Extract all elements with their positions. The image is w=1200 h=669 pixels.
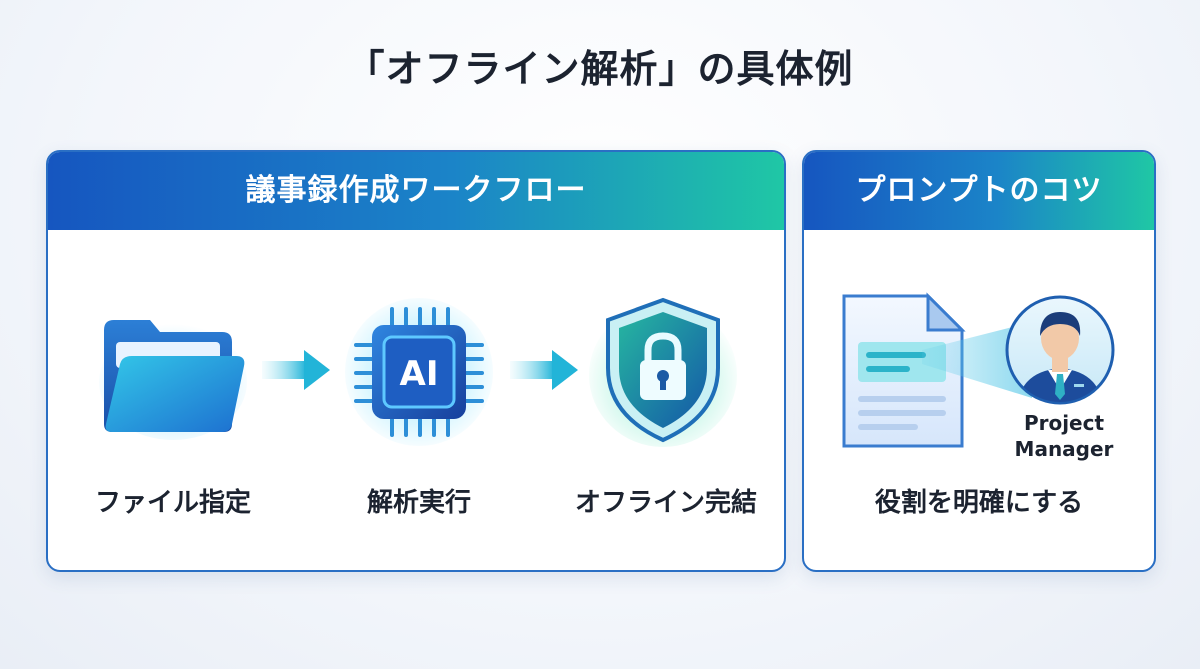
shield-lock-icon xyxy=(588,290,738,450)
workflow-header: 議事録作成ワークフロー xyxy=(48,152,784,230)
manager-avatar-icon xyxy=(1004,294,1116,406)
document-icon xyxy=(840,292,968,452)
tips-panel: プロンプトのコツ xyxy=(802,150,1156,572)
page-title: 「オフライン解析」の具体例 xyxy=(346,47,854,91)
arrow-right-icon xyxy=(262,348,332,396)
workflow-panel: 議事録作成ワークフロー ファイル xyxy=(46,150,786,572)
role-name-line-2: Manager xyxy=(1014,437,1114,461)
ai-chip-icon: AI xyxy=(344,297,494,447)
tips-header: プロンプトのコツ xyxy=(804,152,1154,230)
arrow-right-icon xyxy=(510,348,580,396)
highlight-beam xyxy=(922,320,1032,400)
tip-label: 役割を明確にする xyxy=(874,488,1084,518)
step-label-file: ファイル指定 xyxy=(94,488,251,518)
step-label-analyze: 解析実行 xyxy=(366,488,471,518)
role-name-line-1: Project xyxy=(1023,411,1105,435)
ai-chip-text: AI xyxy=(400,354,439,394)
role-name-label: Project Manager xyxy=(994,410,1134,462)
step-label-offline: オフライン完結 xyxy=(574,488,757,518)
folder-icon xyxy=(98,302,248,442)
